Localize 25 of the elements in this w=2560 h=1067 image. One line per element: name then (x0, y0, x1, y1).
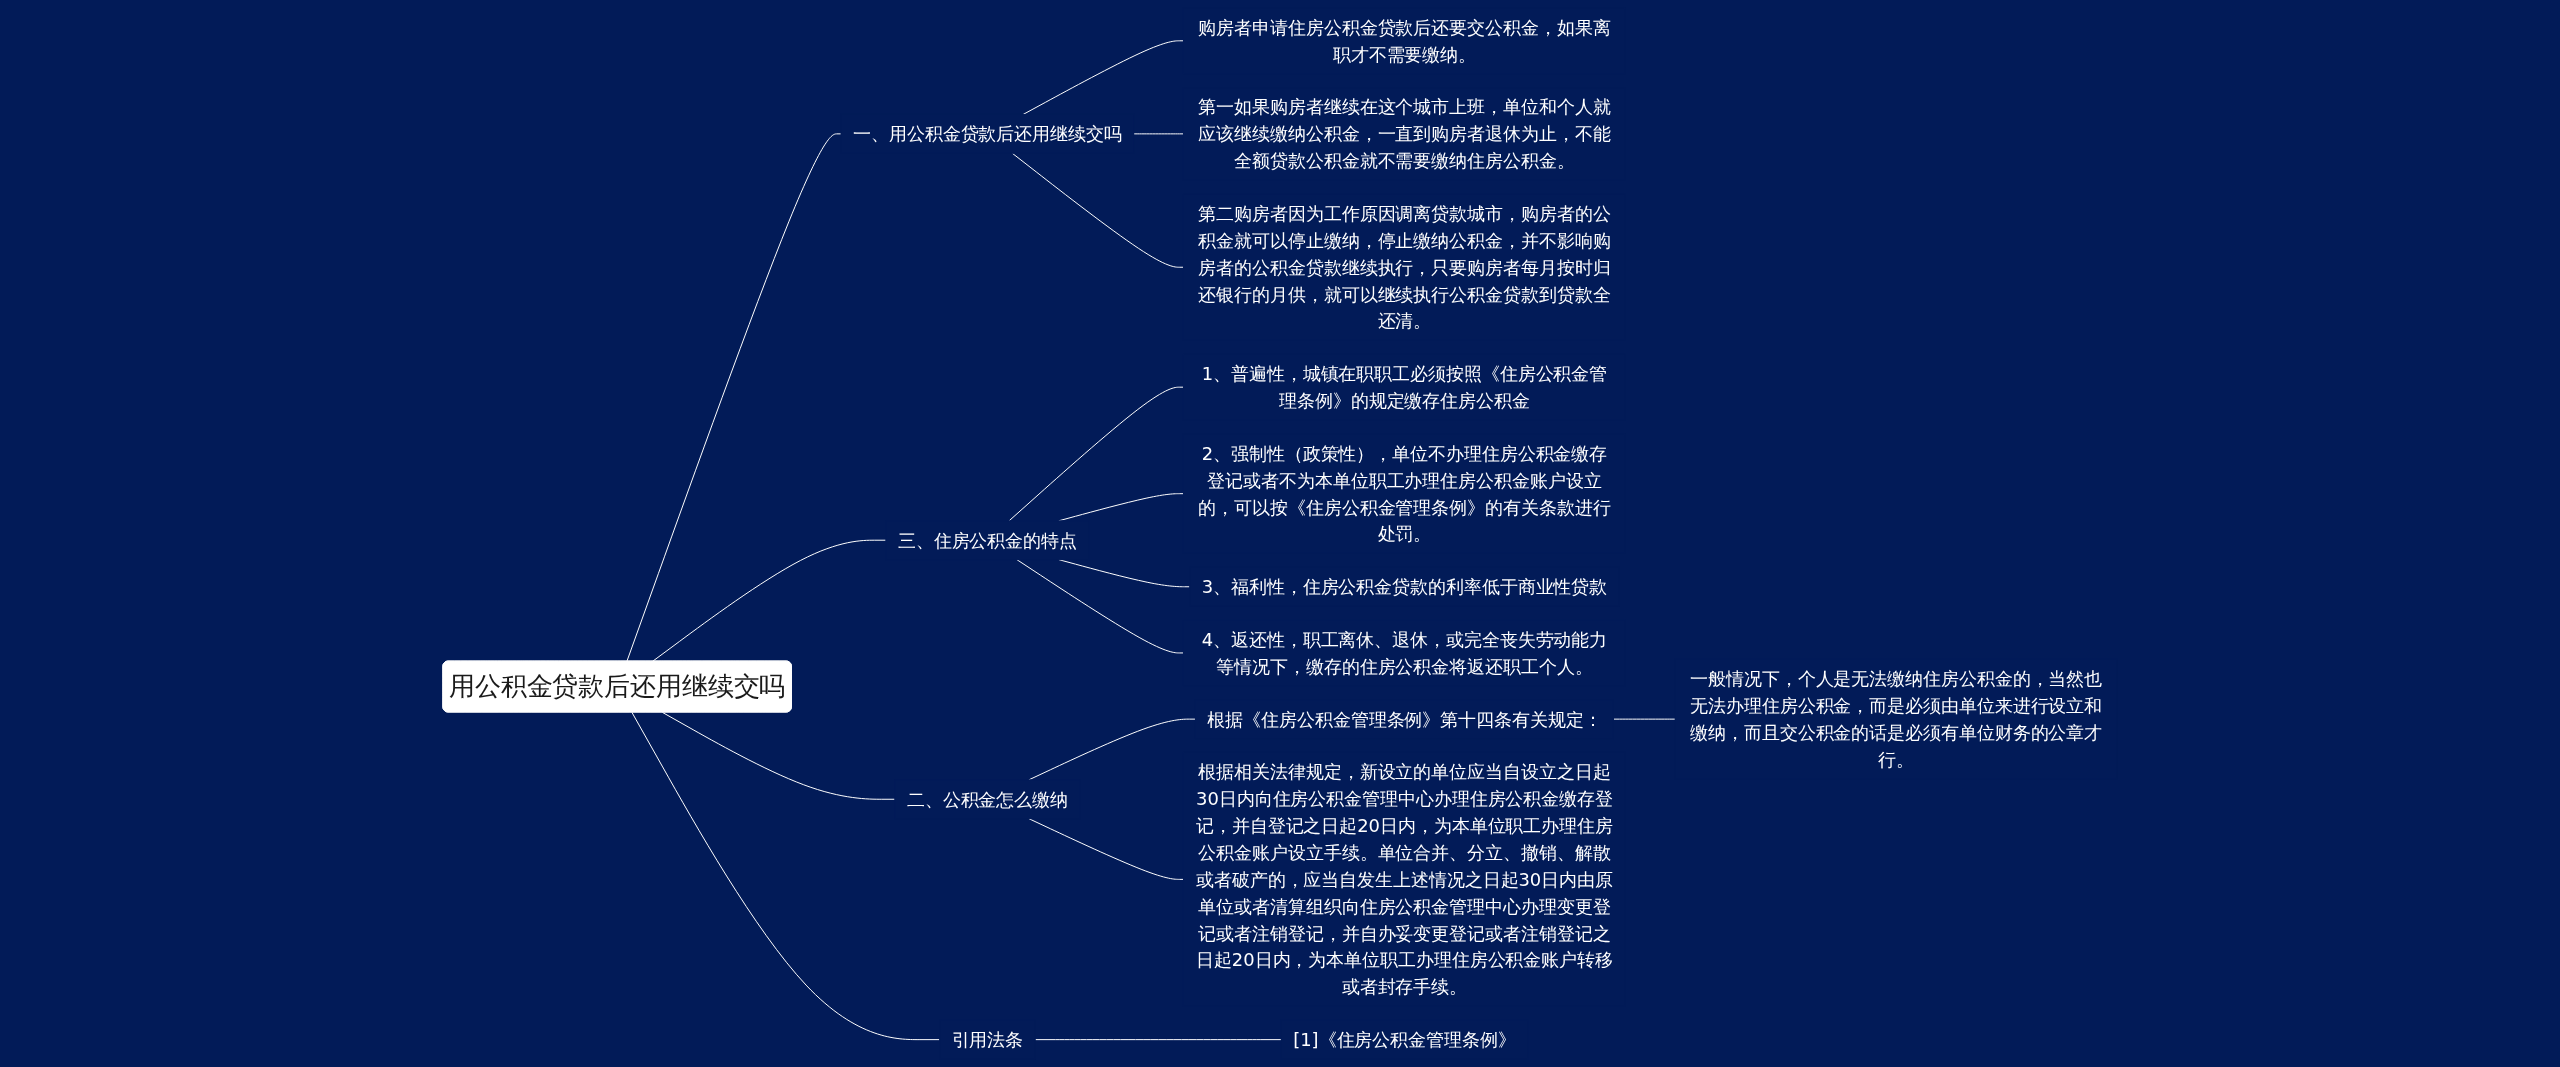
node-text: 4、返还性，职工离休、退休，或完全丧失劳动能力等情况下，缴存的住房公积金将返还职工个人。 (1201, 629, 1608, 677)
connector (626, 133, 842, 663)
node-text: 一、用公积金贷款后还用继续交吗 (852, 123, 1122, 145)
connector (631, 711, 941, 1041)
node-text: 2、强制性（政策性），单位不办理住房公积金缴存登记或者不为本单位职工办理住房公积金账户设立的，可以按《住房公积金管理条例》的有关条款进行处罚。 (1198, 442, 1611, 545)
connector (1028, 818, 1184, 880)
node-text: 根据相关法律规定，新设立的单位应当自设立之日起30日内向住房公积金管理中心办理住房公积金缴存登记，并自登记之日起20日内，为本单位职工办理住房公积金账户设立手续。单位合并、分立、撤销、解散或者破产的，应当自发生上述情况之日起30日内由原单位或者清算组织向住房公积金管理中心办理变更登记或者注销登记，并自办妥变更登记或者注销登记之日起20日内，为本单位职工办理住房公积金账户转移或者封存手续。 (1195, 761, 1613, 998)
node-text: 1、普遍性，城镇在职职工必须按照《住房公积金管理条例》的规定缴存住房公积金 (1201, 363, 1608, 412)
node-text: [1]《住房公积金管理条例》 (1293, 1029, 1516, 1051)
node-text: 根据《住房公积金管理条例》第十四条有关规定： (1207, 708, 1602, 730)
connector (1022, 40, 1184, 115)
node-text: 二、公积金怎么缴纳 (906, 788, 1068, 810)
connector (661, 711, 896, 800)
connector (1016, 559, 1184, 654)
node-text: 引用法条 (951, 1029, 1024, 1051)
node-text: 第二购房者因为工作原因调离贷款城市，购房者的公积金就可以停止缴纳，停止缴纳公积金，并不影响购房者的公积金贷款继续执行，只要购房者每月按时归还银行的月供，就可以继续执行公积金贷款到贷款全还清。 (1198, 203, 1611, 332)
connector (1034, 1039, 1282, 1041)
connector (1008, 386, 1184, 522)
connector (651, 539, 887, 663)
node-text: 三、住房公积金的特点 (897, 529, 1077, 551)
connector (1011, 152, 1184, 268)
node-text: 3、福利性，住房公积金贷款的利率低于商业性贷款 (1201, 576, 1608, 598)
node-text: 购房者申请住房公积金贷款后还要交公积金，如果离职才不需要缴纳。 (1198, 16, 1611, 65)
node-text: 第一如果购房者继续在这个城市上班，单位和个人就应该继续缴纳公积金，一直到购房者退休为止，不能全额贷款公积金就不需要缴纳住房公积金。 (1198, 96, 1611, 172)
node-text: 一般情况下，个人是无法缴纳住房公积金的，当然也无法办理住房公积金，而是必须由单位来进行设立和缴纳，而且交公积金的话是必须有单位财务的公章才行。 (1690, 668, 2103, 770)
